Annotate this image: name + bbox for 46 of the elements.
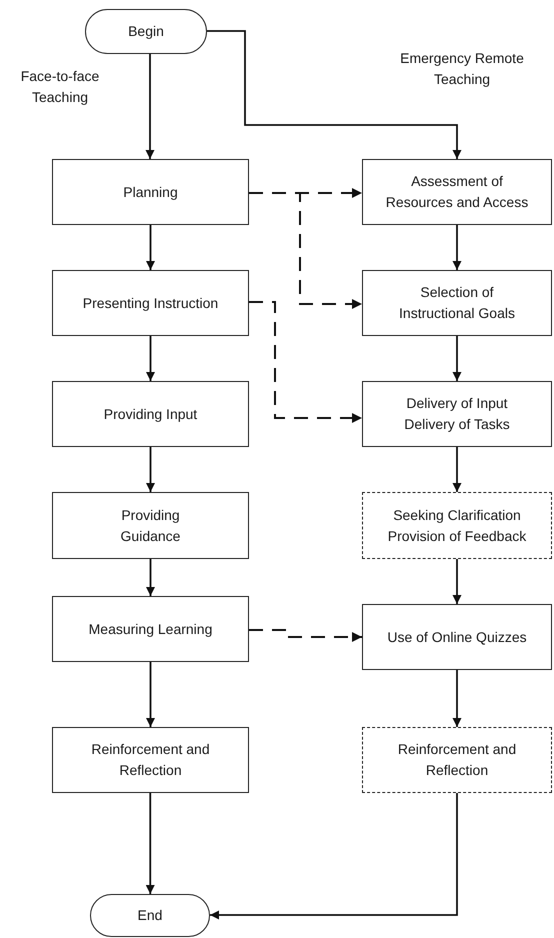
node-text: Reinforcement and Reflection xyxy=(396,740,518,780)
arrow xyxy=(207,30,462,159)
process-box xyxy=(52,159,249,225)
node-text: Begin xyxy=(128,22,164,41)
arrow xyxy=(452,447,462,492)
process-box xyxy=(362,270,552,336)
arrow xyxy=(210,793,458,920)
node-text: Presenting Instruction xyxy=(82,294,218,313)
node-text: Use of Online Quizzes xyxy=(387,628,527,647)
column-heading: Face-to-face Teaching xyxy=(20,67,100,107)
arrow xyxy=(146,54,154,159)
node-text: End xyxy=(138,906,162,925)
node-text: Reinforcement and Reflection xyxy=(90,740,211,780)
arrow xyxy=(146,662,155,727)
process-box xyxy=(362,159,552,225)
process-box xyxy=(362,381,552,447)
process-box xyxy=(362,604,552,670)
arrow xyxy=(452,336,462,381)
arrow xyxy=(146,793,155,894)
arrow xyxy=(146,447,155,492)
node-text: Measuring Learning xyxy=(88,620,212,639)
terminal-pill xyxy=(85,9,207,54)
arrow xyxy=(452,225,462,270)
arrow xyxy=(452,670,462,727)
node-text: Assessment of Resources and Access xyxy=(384,172,530,212)
node-text: Delivery of Input Delivery of Tasks xyxy=(403,394,511,434)
arrow xyxy=(146,225,155,270)
node-text: Planning xyxy=(123,182,178,202)
dashed-arrow xyxy=(249,629,362,642)
process-box xyxy=(52,596,249,662)
process-box xyxy=(362,492,552,559)
node-text: Seeking Clarification Provision of Feedback xyxy=(386,506,528,546)
node-text: Providing Guidance xyxy=(120,506,182,546)
arrow xyxy=(146,336,155,381)
dashed-arrow xyxy=(249,301,362,423)
arrow xyxy=(146,559,155,596)
column-heading: Emergency Remote Teaching xyxy=(399,49,525,89)
process-box xyxy=(362,727,552,793)
process-box xyxy=(52,381,249,447)
node-text: Providing Input xyxy=(104,404,198,424)
process-box xyxy=(52,727,249,793)
node-text: Selection of Instructional Goals xyxy=(398,283,516,323)
terminal-pill xyxy=(90,894,210,937)
arrow xyxy=(452,559,462,604)
process-box xyxy=(52,270,249,336)
process-box xyxy=(52,492,249,559)
